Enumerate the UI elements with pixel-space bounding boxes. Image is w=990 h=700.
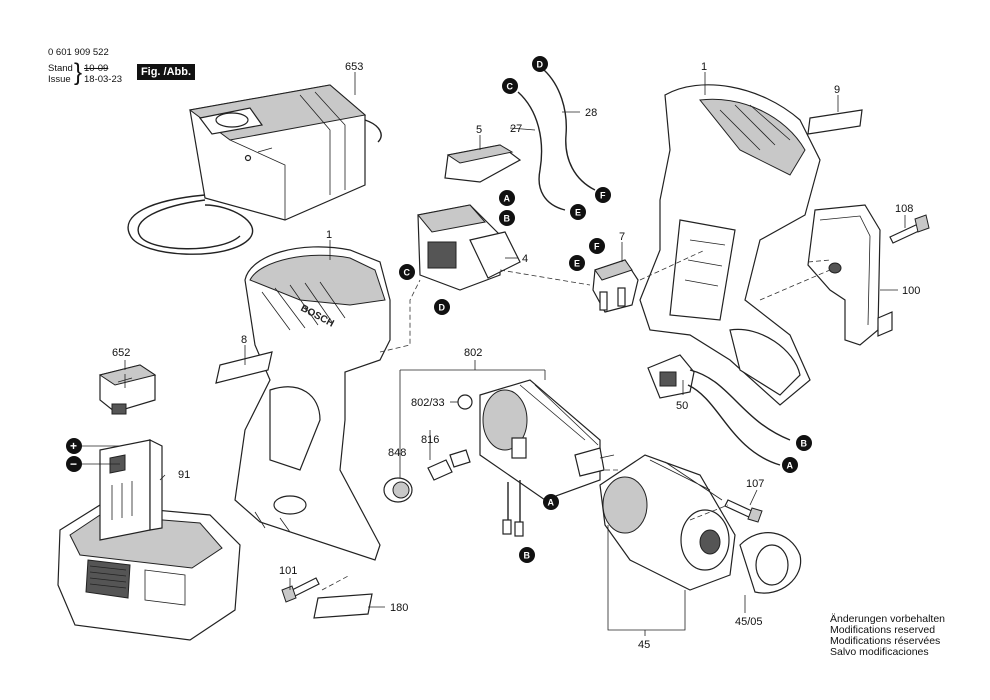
screw-108: [889, 214, 930, 244]
issue-label: Issue: [48, 74, 71, 85]
part-number-652: 652: [112, 347, 130, 359]
doc-number: 0 601 909 522: [48, 47, 109, 58]
marker-D-switch: D: [434, 299, 450, 315]
part-number-107: 107: [746, 478, 764, 490]
assembly-line: [689, 504, 729, 521]
assembly-line: [639, 249, 706, 281]
part-number-180: 180: [390, 602, 408, 614]
marker-E-contact: E: [569, 255, 585, 271]
assembly-line: [499, 269, 591, 286]
gear-unit-45: [599, 454, 802, 594]
svg-text:C: C: [507, 82, 514, 92]
wires-27-28: [517, 69, 596, 211]
svg-text:E: E: [575, 208, 581, 218]
notice-line: Änderungen vorbehalten: [830, 613, 946, 625]
brush-816: [427, 449, 471, 481]
stand-label: Stand: [48, 63, 73, 74]
svg-text:B: B: [801, 439, 808, 449]
marker-B-motor: B: [519, 547, 535, 563]
stand-value: 10-09: [84, 63, 109, 74]
part-number-1-left: 1: [326, 229, 332, 241]
marker-F-contact: F: [589, 238, 605, 254]
svg-text:A: A: [548, 498, 555, 508]
assembly-line: [321, 574, 351, 591]
part-number-108: 108: [895, 203, 913, 215]
svg-text:+: +: [70, 439, 77, 453]
part-number-802: 802: [464, 347, 482, 359]
marker-D-top: D: [532, 56, 548, 72]
screw-107: [724, 499, 763, 523]
part-number-816: 816: [421, 434, 439, 446]
battery-91: [57, 439, 241, 641]
marker-A-electronics: A: [782, 457, 798, 473]
marker-B-switch: B: [499, 210, 515, 226]
part-number-5: 5: [476, 124, 482, 136]
switch-cover-5: [444, 144, 522, 183]
svg-text:F: F: [594, 242, 600, 252]
part-number-4: 4: [522, 253, 528, 265]
part-number-7: 7: [619, 231, 625, 243]
marker-A-switch: A: [499, 190, 515, 206]
ring-802-33: [457, 394, 473, 410]
svg-text:B: B: [504, 214, 511, 224]
svg-text:−: −: [70, 457, 77, 471]
charger-653: [127, 84, 382, 255]
figure-label: Fig. /Abb. 1: [137, 64, 195, 94]
svg-text:D: D: [537, 60, 544, 70]
leader-lines: [82, 72, 906, 636]
contact-plate-7: [592, 259, 639, 313]
part-number-802-33: 802/33: [411, 397, 445, 409]
svg-text:F: F: [600, 191, 606, 201]
assembly-line: [807, 259, 831, 263]
part-number-9: 9: [834, 84, 840, 96]
issue-value: 18-03-23: [84, 74, 123, 85]
label-plate-180: [313, 593, 373, 619]
svg-text:E: E: [574, 259, 580, 269]
screw-101: [281, 577, 320, 603]
svg-text:A: A: [504, 194, 511, 204]
modifications-notice: Änderungen vorbehalten Modifications res…: [830, 614, 945, 658]
switch-4: [417, 204, 521, 291]
notice-line: Modifications reserved: [830, 624, 936, 636]
marker-A-motor: A: [543, 494, 559, 510]
marker-C-top: C: [502, 78, 518, 94]
part-number-1-right: 1: [701, 61, 707, 73]
label-plate-9: [807, 109, 863, 135]
notice-line: Salvo modificaciones: [830, 646, 929, 658]
svg-text:C: C: [404, 268, 411, 278]
electronics-50: [647, 354, 791, 466]
part-number-8: 8: [241, 334, 247, 346]
svg-text:B: B: [524, 551, 531, 561]
notice-line: Modifications réservées: [830, 635, 941, 647]
marker-B-electronics: B: [796, 435, 812, 451]
part-number-45-05: 45/05: [735, 616, 763, 628]
part-number-50: 50: [676, 400, 688, 412]
svg-text:A: A: [787, 461, 794, 471]
marker-F-top: F: [595, 187, 611, 203]
housing-half-left: BOSCH: [234, 246, 391, 561]
part-number-91: 91: [178, 469, 190, 481]
svg-text:D: D: [439, 303, 446, 313]
assembly-line: [759, 269, 831, 301]
part-number-27: 27: [510, 123, 522, 135]
header-brace: }: [74, 59, 83, 86]
part-number-100: 100: [902, 285, 920, 297]
part-number-45: 45: [638, 639, 650, 651]
polarity-plus-marker: +: [66, 438, 82, 454]
housing-half-right: [639, 84, 821, 406]
part-number-28: 28: [585, 107, 597, 119]
polarity-minus-marker: −: [66, 456, 82, 472]
part-number-101: 101: [279, 565, 297, 577]
cap-848: [383, 477, 413, 503]
battery-cover-652: [98, 364, 157, 415]
marker-C-switch: C: [399, 264, 415, 280]
motor-802: [479, 379, 615, 537]
belt-clip-100: [807, 204, 893, 346]
part-number-848: 848: [388, 447, 406, 459]
marker-E-top: E: [570, 204, 586, 220]
part-number-653: 653: [345, 61, 363, 73]
label-plate-8: [215, 351, 273, 384]
